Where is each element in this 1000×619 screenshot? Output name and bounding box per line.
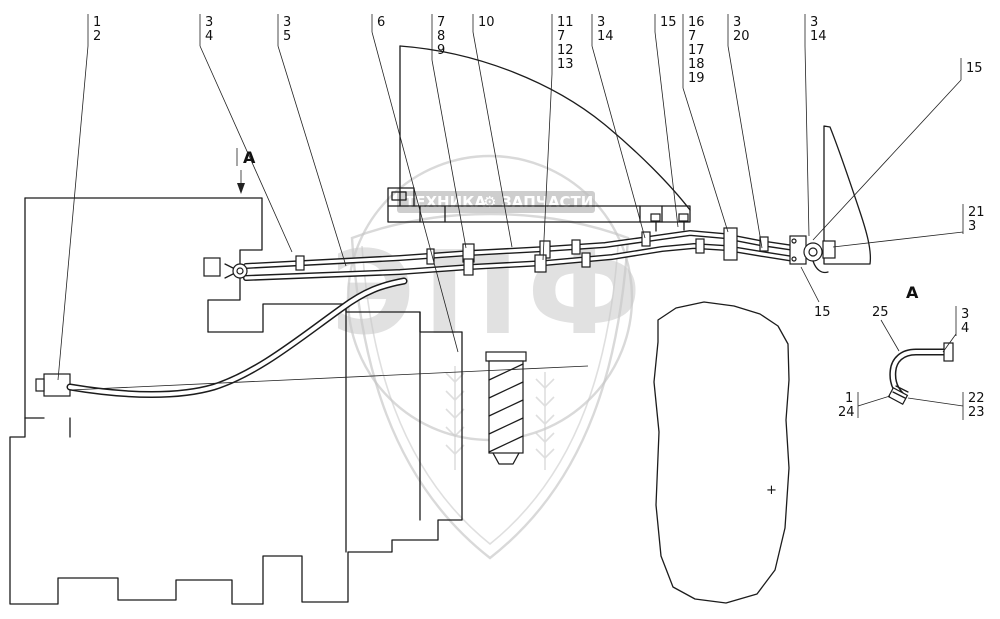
callout-label: 11 [557,15,574,30]
hydraulic-pipes [243,213,797,281]
callout-label: 3 [733,15,741,30]
machine-silhouette-left [9,197,463,605]
callout-detail-3-4: 3 4 [942,306,969,353]
hose-fitting-nut [35,378,45,392]
callout-right-15-top: 15 [812,58,983,241]
callout-label: 9 [437,43,445,58]
right-housing: + [653,301,790,604]
pipe-union [534,254,547,273]
pipe-union [759,236,769,252]
callout-label: 8 [437,29,445,44]
pipe-union [581,252,591,268]
filter-assembly [485,351,527,465]
callout-label: 4 [205,29,213,44]
eye-fitting-pin [236,267,244,275]
callout-group-9: 15 [654,14,679,228]
callout-label: 15 [660,15,677,30]
callout-group-4: 6 [371,14,459,353]
callout-label: 23 [968,405,985,420]
callout-group-1: 1 2 [57,14,101,381]
callout-label: 22 [968,391,985,406]
callout-group-12: 3 14 [804,14,827,237]
callout-label: 3 [968,219,976,234]
pipe-bracket [203,257,221,277]
watermark-wheat-left [445,366,465,470]
detail-view-a: A 25 3 4 1 24 22 23 [838,283,985,420]
callout-label: 13 [557,57,574,72]
watermark-shield-inner [361,245,619,546]
callout-label: 25 [872,305,889,320]
callout-group-7: 11 7 12 13 [542,14,574,261]
detail-end-fitting-right [943,342,954,362]
callout-label: 21 [968,205,985,220]
watermark-tagline-left: ТЕХНИКА [405,193,486,211]
callout-detail-22-23: 22 23 [907,391,985,420]
pipe-clamp [426,248,435,265]
right-panel [823,125,872,265]
callout-group-5: 7 8 9 [431,14,467,249]
callout-label: 18 [688,57,705,72]
callout-label: 10 [478,15,495,30]
callout-label: 14 [810,29,827,44]
callout-label: 4 [961,321,969,336]
watermark-wheat-right [535,372,555,470]
callout-label: 20 [733,29,750,44]
down-arrow-icon [237,183,245,194]
callout-label: 2 [93,29,101,44]
callout-label: 3 [810,15,818,30]
callout-label: 1 [845,391,853,406]
callout-label: 16 [688,15,705,30]
callout-label: 19 [688,71,705,86]
callout-detail-1-24: 1 24 [838,391,891,420]
center-plus-mark: + [766,483,777,498]
callout-label: 15 [814,305,831,320]
svg-text:ТЕХНИКА ⚙ ЗАПЧАСТИ: ТЕХНИКА ⚙ ЗАПЧАСТИ [405,193,593,211]
pipe-union [463,258,474,276]
callout-label: 3 [597,15,605,30]
pipe-fittings [203,227,769,279]
view-arrow-a: A [236,148,256,194]
pipe-union [641,231,651,247]
callout-label: 7 [557,29,565,44]
callout-label: 3 [205,15,213,30]
callout-right-21-3: 21 3 [832,204,985,248]
callout-label: 15 [966,61,983,76]
callout-group-11: 3 20 [727,14,763,249]
callout-label: 3 [283,15,291,30]
callout-label: 5 [283,29,291,44]
fender-outline [399,45,691,211]
gear-icon: ⚙ [483,193,496,211]
callout-label: 12 [557,43,574,58]
pipe-union [571,239,581,255]
callout-group-8: 3 14 [591,14,646,239]
hose-fitting [43,373,71,397]
callout-label: 1 [93,15,101,30]
watermark-shield-outer [350,212,630,560]
pipe-union [695,238,705,254]
callout-label: 24 [838,405,855,420]
callout-flange-15: 15 [800,266,831,320]
callout-detail-25: 25 [872,305,900,352]
callout-group-3: 3 5 [277,14,347,267]
callout-group-6: 10 [472,14,513,248]
mounting-rail [387,187,691,223]
callout-label: 17 [688,43,705,58]
callout-group-2: 3 4 [199,14,293,253]
pipe-bracket-clamp [723,227,738,261]
callout-label: 14 [597,29,614,44]
pipe-end-flange [789,235,836,274]
callout-group-10: 16 7 17 18 19 [682,14,729,233]
hydraulic-hose [66,277,408,398]
watermark-tagline-right: ЗАПЧАСТИ [501,193,593,211]
callout-label: 7 [437,15,445,30]
callout-label: 6 [377,15,385,30]
callout-label: 3 [961,307,969,322]
callout-label: 7 [688,29,696,44]
detail-view-title: A [906,283,919,302]
pipe-union [295,255,305,271]
leader-line-long [69,365,589,391]
